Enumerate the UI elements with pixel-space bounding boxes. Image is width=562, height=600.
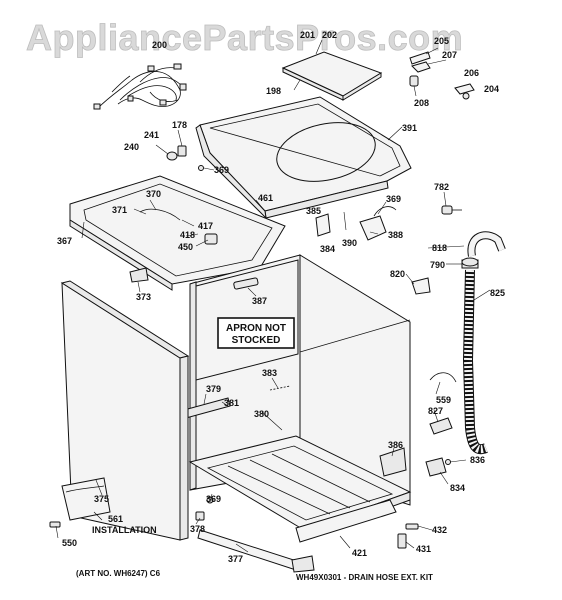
screw-550-part <box>49 521 61 528</box>
callout-378: 378 <box>190 524 205 534</box>
callout-208: 208 <box>414 98 429 108</box>
callout-379: 379 <box>206 384 221 394</box>
leader-lines <box>55 39 491 553</box>
foot-378-part <box>195 511 205 521</box>
clip-part <box>411 277 431 295</box>
front-panel-part <box>60 280 190 541</box>
callout-450: 450 <box>178 242 193 252</box>
callout-836: 836 <box>470 455 485 465</box>
callout-782: 782 <box>434 182 449 192</box>
callout-367: 367 <box>57 236 72 246</box>
callout-206: 206 <box>464 68 479 78</box>
art-number-label: (ART NO. WH6247) C6 <box>76 569 161 578</box>
callout-390: 390 <box>342 238 357 248</box>
clip-373-part <box>129 267 149 283</box>
callout-380: 380 <box>254 409 269 419</box>
callout-369-right: 369 <box>386 194 401 204</box>
apron-note-box <box>217 317 295 349</box>
pump-fitting-parts <box>425 457 451 477</box>
callout-370: 370 <box>146 189 161 199</box>
apron-note-line2: STOCKED <box>232 335 281 346</box>
callout-834: 834 <box>450 483 465 493</box>
callout-385: 385 <box>306 206 321 216</box>
screw-369-part <box>206 496 214 504</box>
installation-label: INSTALLATION <box>92 525 157 535</box>
callout-207: 207 <box>442 50 457 60</box>
callout-790: 790 <box>430 260 445 270</box>
callout-386: 386 <box>388 440 403 450</box>
callout-559: 559 <box>436 395 451 405</box>
cabinet-part <box>183 254 412 543</box>
hose-clamp-parts <box>429 372 457 435</box>
top-cover-part <box>195 96 412 220</box>
callout-825: 825 <box>490 288 505 298</box>
callout-240: 240 <box>124 142 139 152</box>
rail-377-part <box>197 529 301 571</box>
callout-377: 377 <box>228 554 243 564</box>
leveling-leg-431-part <box>397 533 407 549</box>
callout-820: 820 <box>390 269 405 279</box>
callout-418: 418 <box>180 230 195 240</box>
callout-417: 417 <box>198 221 213 231</box>
callout-198: 198 <box>266 86 281 96</box>
installation-pocket-part <box>61 477 111 521</box>
apron-note-line1: APRON NOT <box>226 323 286 334</box>
callout-381: 381 <box>224 398 239 408</box>
callout-384: 384 <box>320 244 335 254</box>
callout-200: 200 <box>152 40 167 50</box>
fuse-part <box>441 205 462 215</box>
callout-labels: 200 201 202 198 205 207 206 204 208 391 … <box>57 30 505 564</box>
drain-hose-part <box>461 231 506 455</box>
callout-373: 373 <box>136 292 151 302</box>
callout-432: 432 <box>432 525 447 535</box>
callout-461: 461 <box>258 193 273 203</box>
screw-432-part <box>405 523 419 530</box>
callout-383: 383 <box>262 368 277 378</box>
callout-205: 205 <box>434 36 449 46</box>
callout-550: 550 <box>62 538 77 548</box>
callout-201: 201 <box>300 30 315 40</box>
switch-bracket-parts <box>315 206 397 241</box>
callout-818: 818 <box>432 243 447 253</box>
callout-431: 431 <box>416 544 431 554</box>
callout-421: 421 <box>352 548 367 558</box>
callout-178: 178 <box>172 120 187 130</box>
callout-204: 204 <box>484 84 499 94</box>
callout-388: 388 <box>388 230 403 240</box>
callout-391: 391 <box>402 123 417 133</box>
callout-371: 371 <box>112 205 127 215</box>
callout-369-top: 369 <box>214 165 229 175</box>
callout-241: 241 <box>144 130 159 140</box>
callout-827: 827 <box>428 406 443 416</box>
wire-harness-part <box>93 63 187 110</box>
watermark-text: AppliancePartsPros.com <box>26 17 463 58</box>
callout-369-bottom: 369 <box>206 494 221 504</box>
callout-375: 375 <box>94 494 109 504</box>
small-hardware-parts <box>166 145 204 171</box>
lid-part <box>281 51 383 101</box>
callout-387: 387 <box>252 296 267 306</box>
drain-hose-kit-label: WH49X0301 - DRAIN HOSE EXT. KIT <box>296 573 433 582</box>
callout-202: 202 <box>322 30 337 40</box>
callout-561: 561 <box>108 514 123 524</box>
